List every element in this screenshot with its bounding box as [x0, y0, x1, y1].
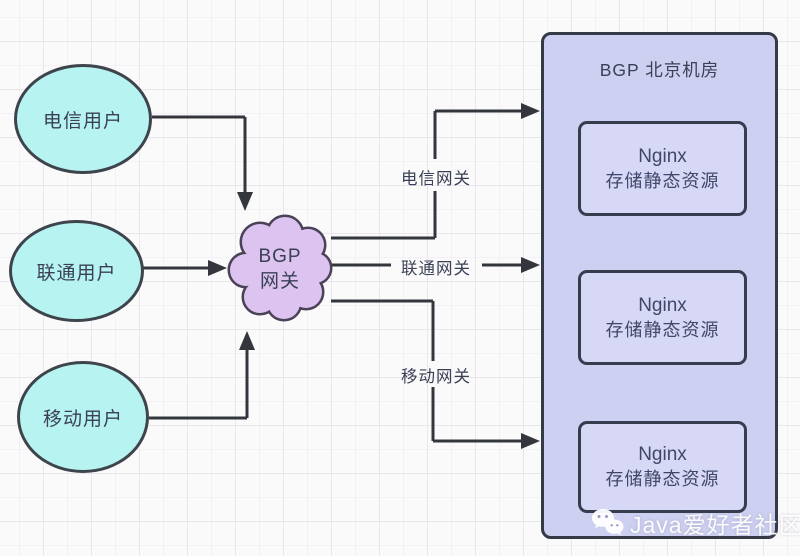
- datacenter-box: BGP 北京机房 Nginx 存储静态资源 Nginx 存储静态资源 Nginx…: [541, 32, 778, 539]
- nginx-box-2: Nginx 存储静态资源: [578, 270, 747, 365]
- cloud-shape: [227, 214, 333, 322]
- watermark: Java爱好者社区: [590, 501, 800, 545]
- gateway-label-line1: BGP: [258, 246, 302, 267]
- user-ellipse-unicom: 联通用户: [9, 220, 144, 322]
- nginx-desc-2: 存储静态资源: [605, 319, 720, 340]
- edge-label-mobile-gateway: 移动网关: [401, 368, 471, 386]
- datacenter-title: BGP 北京机房: [599, 60, 720, 80]
- nginx-name-3: Nginx: [638, 444, 687, 465]
- nginx-name-1: Nginx: [638, 145, 687, 167]
- nginx-box-3: Nginx 存储静态资源: [578, 421, 747, 513]
- nginx-desc-3: 存储静态资源: [605, 469, 720, 489]
- user-label-telecom: 电信用户: [42, 110, 123, 132]
- nginx-box-1: Nginx 存储静态资源: [578, 121, 747, 216]
- watermark-text: Java爱好者社区: [630, 512, 800, 538]
- nginx-name-2: Nginx: [638, 294, 687, 316]
- gateway-label-line2: 网关: [259, 271, 300, 292]
- user-label-unicom: 联通用户: [36, 262, 117, 284]
- bgp-gateway-cloud: BGP 网关: [227, 211, 333, 327]
- gateway-label: BGP 网关: [227, 211, 333, 327]
- user-ellipse-telecom: 电信用户: [14, 64, 152, 174]
- user-ellipse-mobile: 移动用户: [17, 361, 149, 473]
- nginx-desc-1: 存储静态资源: [605, 170, 720, 191]
- wechat-icon: [592, 509, 624, 536]
- user-label-mobile: 移动用户: [42, 408, 123, 430]
- edge-label-unicom-gateway: 联通网关: [401, 260, 471, 278]
- edge-label-telecom-gateway: 电信网关: [401, 170, 471, 188]
